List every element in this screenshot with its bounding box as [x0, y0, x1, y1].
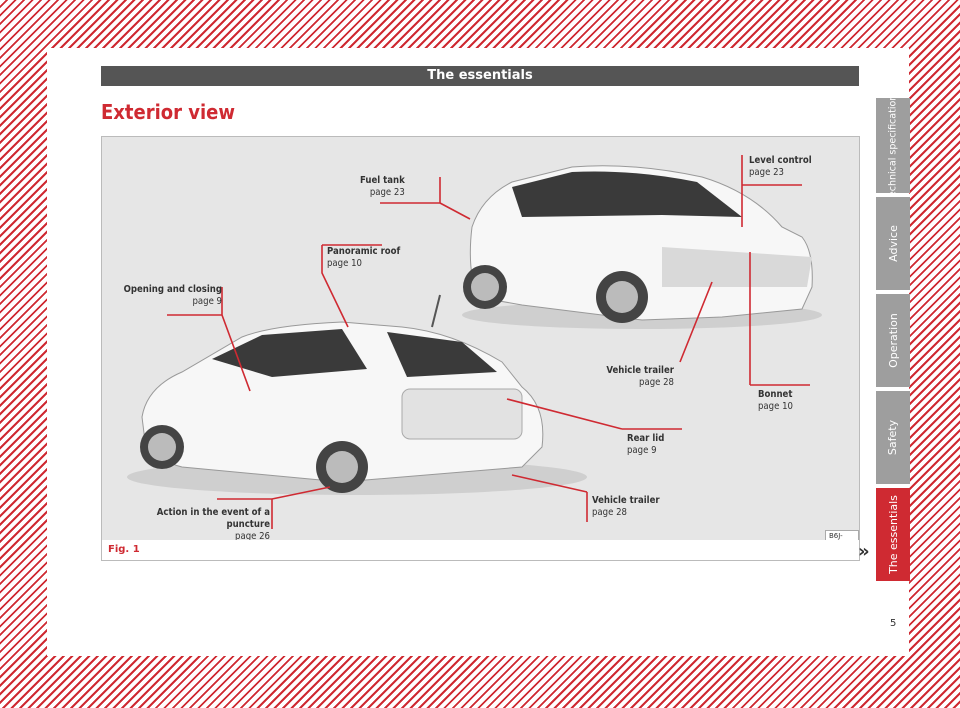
- hatchback-car: [462, 165, 822, 329]
- figure-caption: Fig. 1: [101, 540, 860, 561]
- callout-fuel-tank: Fuel tank page 23: [360, 175, 405, 198]
- tab-safety[interactable]: Safety: [876, 391, 910, 484]
- callout-panoramic-roof: Panoramic roof page 10: [327, 246, 401, 269]
- callout-rear-lid: Rear lid page 9: [627, 433, 665, 456]
- callout-opening-and-closing: Opening and closing page 9: [123, 284, 222, 307]
- page-title: Exterior view: [101, 100, 235, 124]
- tab-the-essentials[interactable]: The essentials: [876, 488, 910, 581]
- page-number: 5: [890, 618, 897, 629]
- tab-technical-specifications[interactable]: Technical specifications: [876, 90, 910, 201]
- tab-advice[interactable]: Advice: [876, 197, 910, 290]
- callout-puncture: Action in the event of a puncture page 2…: [156, 507, 270, 541]
- tab-operation[interactable]: Operation: [876, 294, 910, 387]
- callout-bonnet: Bonnet page 10: [758, 389, 793, 412]
- image-code: B6J-0458: [825, 530, 859, 540]
- callout-level-control: Level control page 23: [749, 155, 812, 178]
- section-header: The essentials: [101, 66, 859, 86]
- callout-lines: [167, 155, 810, 529]
- estate-car: [127, 294, 587, 495]
- callout-vehicle-trailer-front: Vehicle trailer page 28: [606, 365, 674, 388]
- exterior-view-figure: Fuel tank page 23 Level control page 23 …: [101, 136, 860, 541]
- car-illustration: [127, 155, 822, 529]
- callout-vehicle-trailer-rear: Vehicle trailer page 28: [592, 495, 660, 518]
- continue-marker: »: [858, 541, 870, 562]
